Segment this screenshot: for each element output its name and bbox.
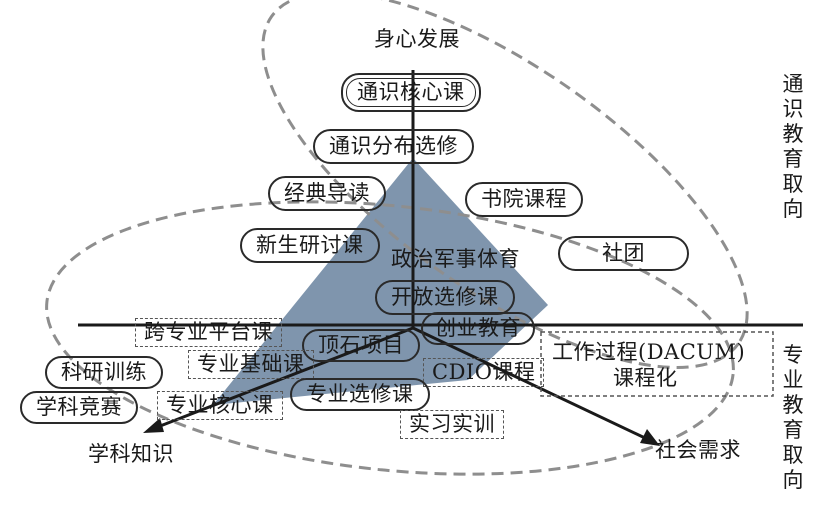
general-orientation-label: 通识教育取向 <box>782 72 804 221</box>
course-major-core: 专业核心课 <box>157 391 283 420</box>
course-entrepreneurship: 创业教育 <box>421 312 535 345</box>
course-politics-military-pe: 政治军事体育 <box>391 247 520 271</box>
dacum-box <box>540 331 774 397</box>
course-capstone: 顶石项目 <box>302 329 420 362</box>
course-cdio: CDIO课程 <box>423 358 545 387</box>
professional-orientation-label: 专业教育取向 <box>782 343 804 492</box>
course-clubs: 社团 <box>558 236 689 271</box>
course-competitions: 学科竞赛 <box>20 391 138 424</box>
course-dacum-line1: 工作过程(DACUM) <box>552 340 746 364</box>
course-core-general: 通识核心课 <box>341 73 481 112</box>
general-education-ellipse <box>261 0 749 369</box>
axis-label-left: 学科知识 <box>88 442 174 466</box>
axis-label-right: 社会需求 <box>655 438 741 462</box>
course-distributed-electives: 通识分布选修 <box>313 129 474 164</box>
axis-label-top: 身心发展 <box>374 27 460 51</box>
right-axis-arrowhead <box>640 429 660 446</box>
course-interdisciplinary-platform: 跨专业平台课 <box>135 318 282 347</box>
course-college: 书院课程 <box>465 182 583 217</box>
professional-education-ellipse <box>45 200 735 476</box>
course-classic-reading: 经典导读 <box>268 176 386 211</box>
right-axis <box>412 326 646 440</box>
course-research-training: 科研训练 <box>45 356 163 389</box>
left-axis-arrowhead <box>143 418 164 433</box>
course-open-electives: 开放选修课 <box>375 280 515 315</box>
course-major-electives: 专业选修课 <box>290 378 430 411</box>
course-dacum-line2: 课程化 <box>613 366 678 390</box>
course-freshman-seminar: 新生研讨课 <box>240 228 380 263</box>
course-internship: 实习实训 <box>400 410 504 439</box>
course-major-foundation: 专业基础课 <box>188 350 314 379</box>
course-core-general-text: 通识核心课 <box>346 78 476 107</box>
